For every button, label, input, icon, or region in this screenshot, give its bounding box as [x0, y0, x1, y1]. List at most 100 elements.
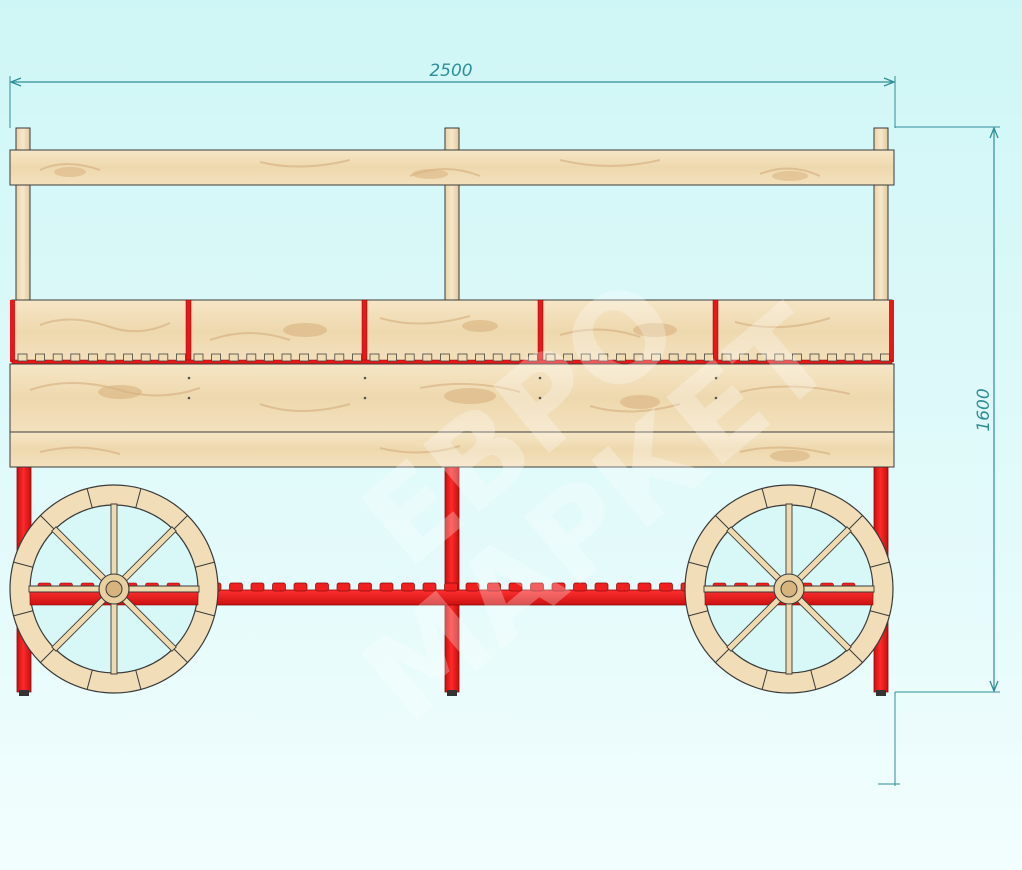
stretcher-notch — [465, 582, 480, 592]
wheel-segment-joint — [13, 610, 33, 617]
rail-slat — [228, 353, 239, 362]
wheel-segment-joint — [870, 610, 890, 617]
stretcher-notch — [379, 582, 394, 592]
divider-red-left-edge — [10, 300, 15, 362]
rail-slat — [299, 353, 310, 362]
wheel-segment-joint — [810, 670, 817, 690]
wheel-segment-joint — [715, 648, 730, 663]
rail-slat — [404, 353, 415, 362]
upper-body-plank — [11, 299, 893, 363]
top-board-knot-3 — [772, 171, 808, 181]
wheel-segment-joint — [173, 515, 188, 530]
height-dimension: 1600 — [878, 126, 1000, 786]
stretcher-notch — [573, 582, 587, 592]
wheel-spoke — [28, 585, 101, 593]
top-board-plank — [9, 149, 895, 186]
wheel-spoke — [703, 585, 776, 593]
rail-slat — [651, 353, 661, 362]
screw-2 — [363, 376, 367, 380]
wheel-spoke — [785, 602, 793, 675]
width-dimension: 2500 — [9, 61, 896, 128]
stretcher-notch — [444, 582, 458, 592]
stretcher-notch — [616, 582, 630, 592]
wheel-spoke — [110, 602, 118, 675]
wheel-segment-joint — [135, 670, 142, 690]
rail-slat — [369, 353, 380, 362]
rail-slat — [704, 353, 714, 362]
stretcher-notch — [293, 582, 308, 592]
rail-slat — [211, 353, 222, 362]
main-body-knot-3 — [620, 395, 660, 409]
divider-red-right-edge — [889, 300, 894, 362]
stretcher-notch — [229, 582, 243, 592]
upper-rail-slats — [17, 353, 890, 362]
top-board — [9, 149, 895, 186]
wheel-segment-joint — [40, 648, 55, 663]
rail-slat — [123, 353, 133, 362]
top-board-grain — [39, 159, 821, 177]
leg-foot-middle — [447, 690, 457, 696]
rail-slat — [281, 353, 292, 362]
rail-slat — [105, 353, 116, 362]
rail-slat — [598, 353, 609, 362]
rail-slat — [387, 353, 398, 362]
stretcher-notch — [315, 582, 329, 592]
wheel-spoke — [110, 503, 118, 576]
rail-slat — [334, 353, 345, 362]
wheel-segment-joint — [761, 488, 768, 508]
wheel-segment-joint — [688, 561, 708, 568]
stretcher-notch — [358, 582, 372, 592]
stretcher-notch — [508, 582, 523, 592]
main-body-knot-4 — [770, 450, 810, 462]
wheel-segment-joint — [848, 515, 863, 530]
rail-slat — [633, 353, 644, 362]
screw-7 — [538, 396, 542, 400]
stretcher-notch — [487, 582, 501, 592]
rail-slat — [721, 353, 732, 362]
wheel-segment-joint — [715, 515, 730, 530]
upper-body-knot-3 — [633, 323, 677, 337]
stretcher-notch — [422, 582, 437, 592]
screw-4 — [714, 376, 718, 380]
wheel-segment-joint — [688, 610, 708, 617]
rail-slat — [739, 353, 749, 362]
stretcher-notch — [637, 582, 652, 592]
rail-slat — [88, 353, 98, 362]
rail-slat — [686, 353, 697, 362]
rail-slat — [756, 353, 767, 362]
upper-body-knot-1 — [283, 323, 327, 337]
rail-slat — [563, 353, 573, 362]
stretcher-notch — [530, 582, 544, 592]
width-dimension-label: 2500 — [429, 61, 472, 81]
wheel-segment-joint — [195, 610, 215, 617]
wheel-spoke — [785, 503, 793, 576]
rail-slat — [158, 353, 169, 362]
rail-slat — [792, 353, 802, 362]
rail-slat — [193, 353, 204, 362]
wheel-spoke — [127, 585, 200, 593]
main-body-knot-1 — [98, 385, 142, 399]
rail-slat — [510, 353, 521, 362]
rail-slat — [246, 353, 257, 362]
wheel-segment-joint — [810, 488, 817, 508]
stretcher-notch — [659, 582, 673, 592]
wheel-segment-joint — [870, 561, 890, 568]
top-board-knot-2 — [412, 169, 448, 179]
rail-slat — [52, 353, 63, 362]
main-body — [9, 363, 895, 468]
wheel-segment-joint — [86, 670, 93, 690]
wheel-segment-joint — [40, 515, 55, 530]
rail-slat — [457, 353, 468, 362]
stretcher-notch — [272, 582, 286, 592]
rail-slat — [439, 353, 450, 362]
leg-foot-right — [876, 690, 886, 696]
rail-slat — [862, 353, 873, 362]
rail-slat — [809, 353, 820, 362]
rail-slat — [175, 353, 186, 362]
height-dimension-label: 1600 — [974, 388, 994, 431]
upper-body-knot-2 — [462, 320, 498, 332]
rail-slat — [827, 353, 837, 362]
wheel-segment-joint — [13, 561, 33, 568]
wheel-segment-joint — [195, 561, 215, 568]
